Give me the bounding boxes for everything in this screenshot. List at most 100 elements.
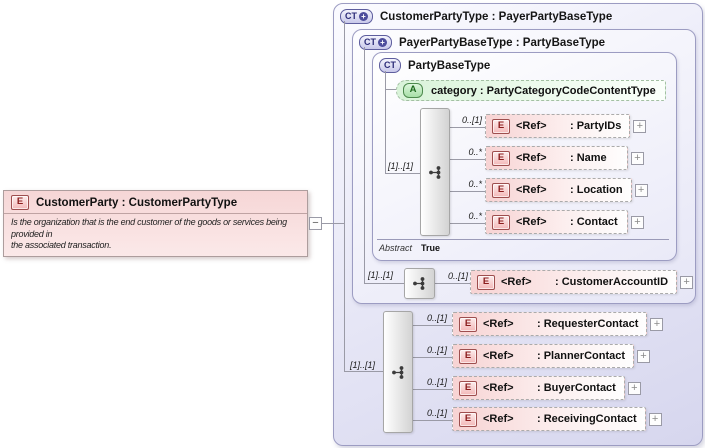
expand-icon[interactable]: +	[633, 119, 647, 133]
abstract-facet-label: Abstract	[379, 243, 413, 253]
element-box: E <Ref> : CustomerAccountID	[470, 270, 678, 294]
ref-label: <Ref>	[483, 413, 514, 425]
sequence-compositor[interactable]	[404, 268, 435, 299]
element-box: E <Ref> : Location	[485, 178, 632, 202]
connector-line	[322, 223, 344, 224]
expand-icon[interactable]: +	[648, 412, 662, 426]
type-label: : RequesterContact	[537, 318, 639, 330]
type-label: : PlannerContact	[537, 350, 626, 362]
element-customer-party[interactable]: E CustomerParty : CustomerPartyType Is t…	[3, 190, 308, 257]
derived-plus-icon: +	[378, 38, 387, 47]
element-title: CustomerParty : CustomerPartyType	[36, 196, 238, 209]
element-description: Is the organization that is the end cust…	[4, 214, 307, 252]
element-box: E <Ref> : Contact	[485, 210, 628, 234]
ref-label: <Ref>	[516, 184, 547, 196]
group-cardinality: [1]..[1]	[368, 270, 394, 280]
connector-line	[450, 127, 485, 128]
element-icon: E	[492, 182, 510, 198]
element-icon: E	[11, 195, 29, 210]
element-ref-customer-account-id[interactable]: E <Ref> : CustomerAccountID +	[470, 270, 694, 294]
type-label: : ReceivingContact	[537, 413, 637, 425]
cardinality: 0..[1]	[461, 115, 482, 125]
attribute-category[interactable]: A category : PartyCategoryCodeContentTyp…	[396, 79, 666, 101]
element-ref-planner-contact[interactable]: E <Ref> : PlannerContact +	[452, 344, 651, 368]
type-label: : PartyIDs	[570, 120, 622, 132]
complex-type-derived-icon: CT+	[340, 9, 373, 24]
description-line: provided in	[11, 228, 53, 239]
expand-icon[interactable]: +	[627, 381, 641, 395]
element-ref-party-ids[interactable]: E <Ref> : PartyIDs +	[485, 114, 647, 138]
attribute-box: A category : PartyCategoryCodeContentTyp…	[396, 80, 666, 101]
cardinality: 0..[1]	[447, 271, 468, 281]
panel-party-base-type-header[interactable]: CT PartyBaseType	[379, 58, 490, 73]
element-icon: E	[459, 348, 477, 364]
expand-icon[interactable]: +	[650, 317, 664, 331]
ref-label: <Ref>	[483, 318, 514, 330]
element-box: E <Ref> : BuyerContact	[452, 376, 625, 400]
element-ref-location[interactable]: E <Ref> : Location +	[485, 178, 648, 202]
panel-title: PayerPartyBaseType : PartyBaseType	[399, 36, 606, 49]
expand-icon[interactable]: +	[637, 349, 651, 363]
connector-line	[450, 223, 485, 224]
cardinality: 0..*	[468, 179, 482, 189]
type-label: : BuyerContact	[537, 382, 616, 394]
description-line: Is the organization that is the end cust…	[11, 217, 287, 227]
sequence-compositor[interactable]	[420, 108, 450, 236]
sequence-icon	[428, 165, 440, 179]
ref-label: <Ref>	[516, 152, 547, 164]
type-label: : Location	[570, 184, 623, 196]
element-icon: E	[459, 411, 477, 427]
divider	[377, 239, 669, 240]
connector-line	[413, 357, 452, 358]
element-header: E CustomerParty : CustomerPartyType	[4, 191, 307, 214]
cardinality: 0..*	[468, 147, 482, 157]
collapse-icon[interactable]: −	[309, 217, 322, 230]
element-ref-receiving-contact[interactable]: E <Ref> : ReceivingContact +	[452, 407, 662, 431]
group-cardinality: [1]..[1]	[350, 360, 376, 370]
connector-line	[450, 159, 485, 160]
expand-icon[interactable]: +	[631, 215, 644, 229]
element-box: E <Ref> : PartyIDs	[485, 114, 631, 138]
connector-line	[364, 283, 404, 284]
element-icon: E	[492, 118, 510, 134]
derived-plus-icon: +	[359, 12, 368, 21]
expand-icon[interactable]: +	[680, 275, 694, 289]
panel-title: CustomerPartyType : PayerPartyBaseType	[380, 10, 613, 23]
panel-customer-party-type-header[interactable]: CT+ CustomerPartyType : PayerPartyBaseTy…	[340, 9, 612, 24]
ct-icon-label: CT	[364, 37, 376, 47]
cardinality: 0..[1]	[426, 313, 447, 323]
description-line: the associated transaction.	[11, 240, 112, 250]
ct-icon-label: CT	[384, 60, 396, 70]
ref-label: <Ref>	[501, 276, 532, 288]
sequence-icon	[413, 277, 425, 290]
connector-line	[385, 89, 396, 90]
cardinality: 0..*	[468, 211, 482, 221]
ct-icon-label: CT	[345, 11, 357, 21]
sequence-compositor[interactable]	[383, 311, 413, 433]
ref-label: <Ref>	[516, 120, 547, 132]
element-box: E <Ref> : Name	[485, 146, 628, 170]
element-ref-contact[interactable]: E <Ref> : Contact +	[485, 210, 644, 234]
element-box: E <Ref> : PlannerContact	[452, 344, 635, 368]
panel-title: PartyBaseType	[408, 59, 491, 72]
type-label: : Contact	[570, 216, 618, 228]
ref-label: <Ref>	[516, 216, 547, 228]
group-cardinality: [1]..[1]	[388, 161, 414, 171]
attribute-label: category : PartyCategoryCodeContentType	[431, 84, 656, 97]
expand-icon[interactable]: +	[631, 151, 644, 165]
cardinality: 0..[1]	[426, 408, 447, 418]
element-box: E <Ref> : ReceivingContact	[452, 407, 646, 431]
panel-payer-party-base-type-header[interactable]: CT+ PayerPartyBaseType : PartyBaseType	[359, 35, 605, 50]
complex-type-icon: CT	[379, 58, 401, 73]
connector-line	[413, 420, 452, 421]
ref-label: <Ref>	[483, 382, 514, 394]
element-icon: E	[492, 150, 510, 166]
element-ref-name[interactable]: E <Ref> : Name +	[485, 146, 644, 170]
connector-line	[344, 21, 345, 371]
connector-line	[344, 371, 383, 372]
element-icon: E	[459, 316, 477, 332]
expand-icon[interactable]: +	[634, 183, 648, 197]
attribute-icon: A	[403, 83, 423, 98]
element-ref-buyer-contact[interactable]: E <Ref> : BuyerContact +	[452, 376, 641, 400]
element-ref-requester-contact[interactable]: E <Ref> : RequesterContact +	[452, 312, 664, 336]
